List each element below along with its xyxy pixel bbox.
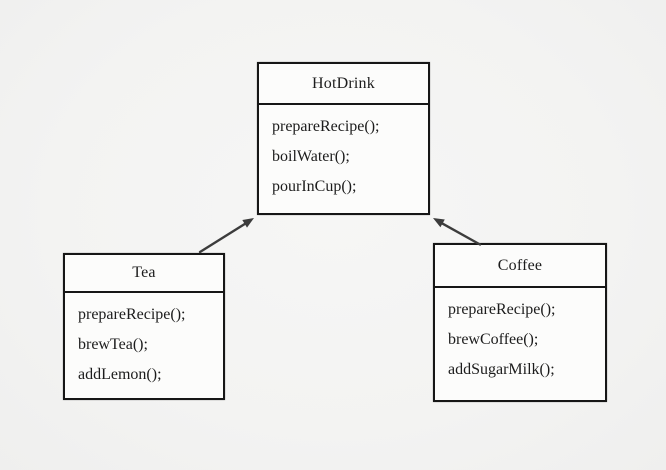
method-pourincup: pourInCup(); [272, 178, 357, 195]
class-box-tea: Tea prepareRecipe(); brewTea(); addLemon… [63, 253, 225, 400]
method-brewtea: brewTea(); [78, 336, 148, 353]
class-box-hotdrink: HotDrink prepareRecipe(); boilWater(); p… [257, 62, 430, 215]
inheritance-arrow-tea-hotdrink [198, 222, 247, 254]
class-name-coffee: Coffee [435, 245, 605, 288]
method-preparerecipe: prepareRecipe(); [448, 301, 556, 318]
method-addsugarmilk: addSugarMilk(); [448, 361, 555, 378]
class-methods-coffee: prepareRecipe(); brewCoffee(); addSugarM… [435, 288, 605, 385]
method-preparerecipe: prepareRecipe(); [78, 306, 186, 323]
inheritance-arrow-coffee-hotdrink [440, 222, 482, 246]
class-methods-tea: prepareRecipe(); brewTea(); addLemon(); [65, 293, 223, 390]
method-preparerecipe: prepareRecipe(); [272, 118, 380, 135]
class-box-coffee: Coffee prepareRecipe(); brewCoffee(); ad… [433, 243, 607, 402]
class-name-hotdrink: HotDrink [259, 64, 428, 105]
class-methods-hotdrink: prepareRecipe(); boilWater(); pourInCup(… [259, 105, 428, 202]
arrowhead-coffee-hotdrink-icon [433, 218, 445, 228]
method-addlemon: addLemon(); [78, 366, 162, 383]
method-brewcoffee: brewCoffee(); [448, 331, 539, 348]
method-boilwater: boilWater(); [272, 148, 350, 165]
class-name-tea: Tea [65, 255, 223, 293]
arrowhead-tea-hotdrink-icon [242, 218, 254, 228]
